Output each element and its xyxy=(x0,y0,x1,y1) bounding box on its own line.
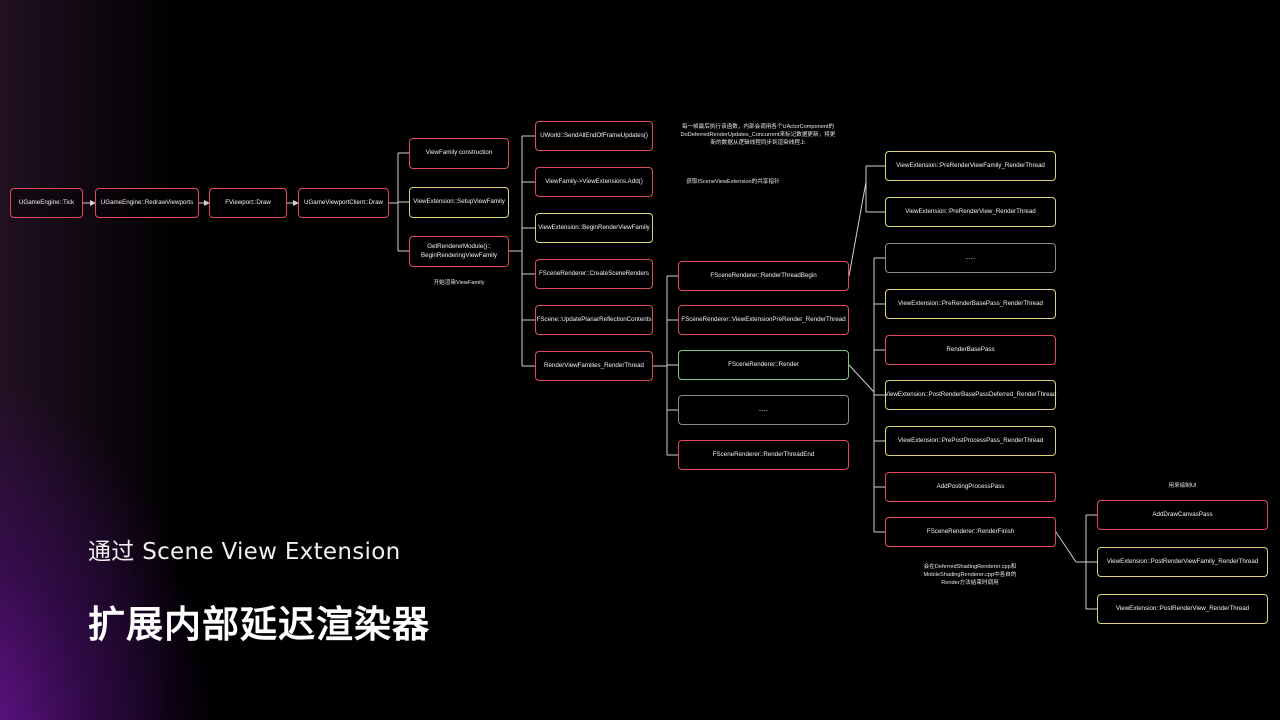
node-post-render-base-pass-deferred-rt: ViewExtension::PostRenderBasePassDeferre… xyxy=(885,380,1056,410)
node-update-planar-reflection: FScene::UpdatePlanarReflectionContents xyxy=(535,305,653,335)
node-pre-render-viewfamily-rt: ViewExtension::PreRenderViewFamily_Rende… xyxy=(885,151,1056,181)
node-setup-viewfamily: ViewExtension::SetupViewFamily xyxy=(409,187,509,218)
node-add-posting-process-pass: AddPostingProcessPass xyxy=(885,472,1056,502)
bracket-begin-rendering xyxy=(509,135,535,367)
note-end-of-frame: 每一帧最后执行该函数，内部会调用各个UActorComponent的 DoDef… xyxy=(680,124,836,147)
bracket-render-finish xyxy=(1055,514,1097,610)
node-pre-post-process-pass-rt: ViewExtension::PrePostProcessPass_Render… xyxy=(885,426,1056,456)
node-viewfamily-construction: ViewFamily construction xyxy=(409,138,509,169)
node-render-thread-begin: FSceneRenderer::RenderThreadBegin xyxy=(678,261,849,291)
node-render-thread-end: FSceneRenderer::RenderThreadEnd xyxy=(678,440,849,470)
note-begin-viewfamily: 开始渲染ViewFamily xyxy=(433,280,485,286)
node-fviewport-draw: FViewport::Draw xyxy=(209,188,287,218)
node-scene-renderer-render: FSceneRenderer::Render xyxy=(678,350,849,380)
slide-subtitle: 通过 Scene View Extension xyxy=(88,539,401,565)
bracket-scene-render xyxy=(848,257,885,533)
slide-title: 扩展内部延迟渲染器 xyxy=(88,603,430,646)
node-view-extensions-add: ViewFamily->ViewExtensions.Add() xyxy=(535,167,653,197)
node-pre-render-view-rt: ViewExtension::PreRenderView_RenderThrea… xyxy=(885,197,1056,227)
node-render-view-families-rt: RenderViewFamilies_RenderThread xyxy=(535,351,653,381)
note-scene-view-extension: 获取ISceneViewExtension的共享指针 xyxy=(686,179,780,185)
bracket-client-draw xyxy=(389,152,409,252)
note-render-finish: 会在DeferredShadingRenderer.cpp和 MobileSha… xyxy=(923,564,1017,587)
node-viewport-client-draw: UGameViewportClient::Draw xyxy=(298,188,389,218)
node-post-render-viewfamily-rt: ViewExtension::PostRenderViewFamily_Rend… xyxy=(1097,547,1268,577)
node-middle-ellipsis: ...... xyxy=(678,395,849,425)
node-add-draw-canvas-pass: AddDrawCanvasPass xyxy=(1097,500,1268,530)
note-draw-ui: 用来绘制UI xyxy=(1168,483,1197,489)
node-redraw-viewports: UGameEngine::RedrawViewports xyxy=(95,188,199,218)
node-pre-render-base-pass-rt: ViewExtension::PreRenderBasePass_RenderT… xyxy=(885,289,1056,319)
node-post-render-view-rt: ViewExtension::PostRenderView_RenderThre… xyxy=(1097,594,1268,624)
node-begin-rendering-viewfamily: GetRendererModule():: BeginRenderingView… xyxy=(409,236,509,267)
bracket-render-vf xyxy=(653,275,678,456)
node-view-extension-pre-render: FSceneRenderer::ViewExtensionPreRender_R… xyxy=(678,305,849,335)
node-render-base-pass: RenderBasePass xyxy=(885,335,1056,365)
node-send-all-end-of-frame: UWorld::SendAllEndOfFrameUpdates() xyxy=(535,121,653,151)
node-begin-render-viewfamily: ViewExtension::BeginRenderViewFamily xyxy=(535,213,653,243)
node-render-finish: FSceneRenderer::RenderFinish xyxy=(885,517,1056,547)
node-right-ellipsis: ...... xyxy=(885,243,1056,273)
node-create-scene-renderers: FSceneRenderer::CreateSceneRenders xyxy=(535,259,653,289)
node-game-engine-tick: UGameEngine::Tick xyxy=(10,188,83,218)
link-rt-begin xyxy=(848,165,885,277)
